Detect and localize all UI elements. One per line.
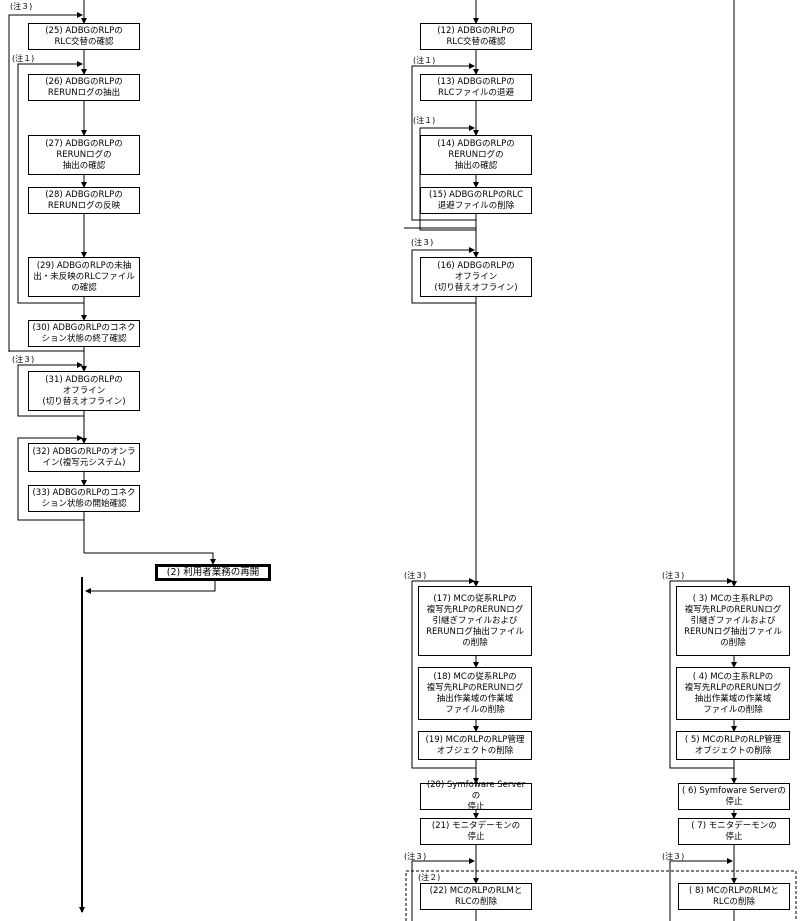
note-2-label: (注２) (418, 873, 441, 882)
step-28-box: (28) ADBGのRLPの RERUNログの反映 (28, 187, 140, 214)
note-1-label: (注１) (12, 54, 35, 63)
step-32-box: (32) ADBGのRLPのオンラ イン(複写元システム) (28, 443, 140, 472)
step-13-box: (13) ADBGのRLPの RLCファイルの退避 (420, 74, 532, 101)
flow-arrow-to-2 (84, 552, 216, 565)
loop-note1-left (17, 61, 84, 304)
loop-note3-col2-lower (411, 578, 476, 769)
step-4-box: ( 4) MCの主系RLPの 複写先RLPのRERUNログ 抽出作業域の作業域 … (676, 667, 790, 720)
loop-note1-col2-inner (419, 125, 476, 231)
step-17-box: (17) MCの従系RLPの 複写先RLPのRERUNログ 引継ぎファイルおよび… (418, 586, 532, 656)
step-7-box: ( 7) モニタデーモンの 停止 (678, 818, 790, 845)
note-1-label: (注１) (413, 56, 436, 65)
step-33-box: (33) ADBGのRLPのコネク ション状態の開始確認 (28, 485, 140, 512)
loop-note3-col3 (669, 578, 734, 769)
step-27-box: (27) ADBGのRLPの RERUNログの 抽出の確認 (28, 135, 140, 175)
step-19-box: (19) MCのRLPのRLP管理 オブジェクトの削除 (418, 731, 532, 760)
step-20-box: (20) Symfoware Serverの 停止 (420, 780, 532, 812)
loop-note3-col2-bottom (411, 858, 475, 921)
step-16-box: (16) ADBGのRLPの オフライン (切り替えオフライン) (420, 257, 532, 297)
step-18-box: (18) MCの従系RLPの 複写先RLPのRERUNログ 抽出作業域の作業域 … (418, 667, 532, 720)
loop-note3-top (8, 12, 83, 352)
step-22-box: (22) MCのRLPのRLMと RLCの削除 (420, 883, 532, 910)
note-3-label: (注３) (662, 571, 685, 580)
note-3-label: (注３) (411, 238, 434, 247)
step-26-box: (26) ADBGのRLPの RERUNログの抽出 (28, 74, 140, 101)
loop-note3-mid (17, 362, 84, 417)
step-15-box: (15) ADBGのRLPのRLC 退避ファイルの削除 (420, 187, 532, 214)
step-14-box: (14) ADBGのRLPの RERUNログの 抽出の確認 (420, 135, 532, 175)
loop-32-33 (17, 435, 84, 521)
step-6-box: ( 6) Symfoware Serverの 停止 (678, 783, 790, 810)
note-3-label: (注３) (662, 852, 685, 861)
step-21-box: (21) モニタデーモンの 停止 (420, 818, 532, 845)
note-3-label: (注３) (404, 571, 427, 580)
step-31-box: (31) ADBGのRLPの オフライン (切り替えオフライン) (28, 371, 140, 411)
step-25-box: (25) ADBGのRLPの RLC交替の確認 (28, 23, 140, 50)
note2-dashed-region (405, 870, 797, 921)
step-8-box: ( 8) MCのRLPのRLMと RLCの削除 (678, 883, 790, 910)
note-3-label: (注３) (404, 852, 427, 861)
step-30-box: (30) ADBGのRLPのコネク ション状態の終了確認 (28, 320, 140, 347)
step-2-resume-box: (2) 利用者業務の再開 (155, 564, 271, 581)
flow-arrow-from-2 (85, 580, 216, 594)
loop-note3-col3-bottom (669, 858, 733, 921)
step-12-box: (12) ADBGのRLPの RLC交替の確認 (420, 23, 532, 50)
note-1-label: (注１) (413, 116, 436, 125)
loop-note3-col2 (411, 247, 476, 304)
note-3-label: (注３) (12, 355, 35, 364)
step-29-box: (29) ADBGのRLPの未抽 出・未反映のRLCファイル の確認 (28, 257, 140, 297)
step-5-box: ( 5) MCのRLPのRLP管理 オブジェクトの削除 (676, 731, 790, 760)
loop-note1-col2-outer (411, 63, 476, 221)
step-3-box: ( 3) MCの主系RLPの 複写先RLPのRERUNログ 引継ぎファイルおよび… (676, 586, 790, 656)
note-3-label: (注３) (10, 2, 33, 11)
